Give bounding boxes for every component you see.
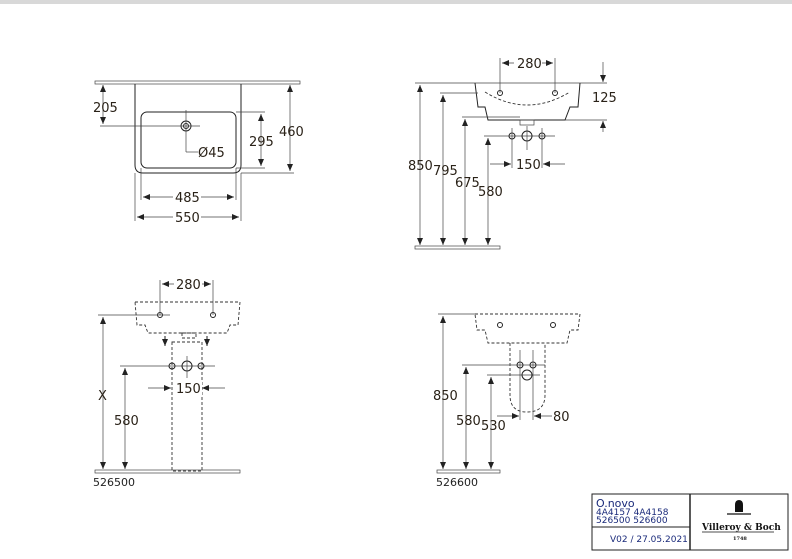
floor-line (94, 469, 241, 474)
dim-580: 580 (478, 185, 503, 200)
villeroy-boch-logo: Villeroy & Boch 1748 (701, 500, 781, 542)
basin-outline (134, 84, 242, 174)
dim-850: 850 (433, 389, 458, 404)
dim-485: 485 (175, 191, 200, 206)
side-view: 280 125 850 795 675 580 150 (408, 56, 617, 250)
pedestal-view: 280 X 580 150 526500 (93, 277, 241, 489)
dim-drain-diameter: Ø45 (198, 146, 225, 161)
countertop-line (94, 80, 301, 85)
svg-text:Villeroy & Boch: Villeroy & Boch (701, 523, 781, 533)
dim-580: 580 (114, 414, 139, 429)
dim-675: 675 (455, 176, 480, 191)
floor-line (414, 245, 501, 250)
svg-text:1748: 1748 (733, 536, 747, 542)
dim-x: X (98, 389, 107, 404)
dim-550: 550 (175, 211, 200, 226)
floor-line (436, 469, 501, 474)
dim-460: 460 (279, 125, 304, 140)
dim-150: 150 (176, 382, 201, 397)
product-name: O.novo (596, 497, 635, 510)
dim-530: 530 (481, 419, 506, 434)
dim-280: 280 (517, 57, 542, 72)
top-edge-bar (0, 0, 792, 4)
dim-295: 295 (249, 135, 274, 150)
plan-view: 205 295 460 485 550 Ø45 (93, 80, 304, 226)
basin-bowl (140, 111, 237, 169)
dim-205: 205 (93, 101, 118, 116)
dim-80: 80 (553, 410, 570, 425)
dim-580: 580 (456, 414, 481, 429)
title-block: O.novo 4A4157 4A4158 526500 526600 V02 /… (591, 493, 789, 551)
article-code: 526500 (93, 476, 135, 489)
basin-side (474, 82, 581, 121)
semi-pedestal-view: 850 580 530 80 526600 (433, 313, 581, 489)
dim-850: 850 (408, 159, 433, 174)
article-code: 526600 (436, 476, 478, 489)
product-codes-1: 4A4157 4A4158 (596, 508, 669, 518)
dim-280: 280 (176, 278, 201, 293)
dim-795: 795 (433, 164, 458, 179)
product-codes-2: 526500 526600 (596, 516, 668, 526)
dim-150: 150 (516, 158, 541, 173)
version-date: V02 / 27.05.2021 (610, 535, 688, 545)
dim-125: 125 (592, 91, 617, 106)
